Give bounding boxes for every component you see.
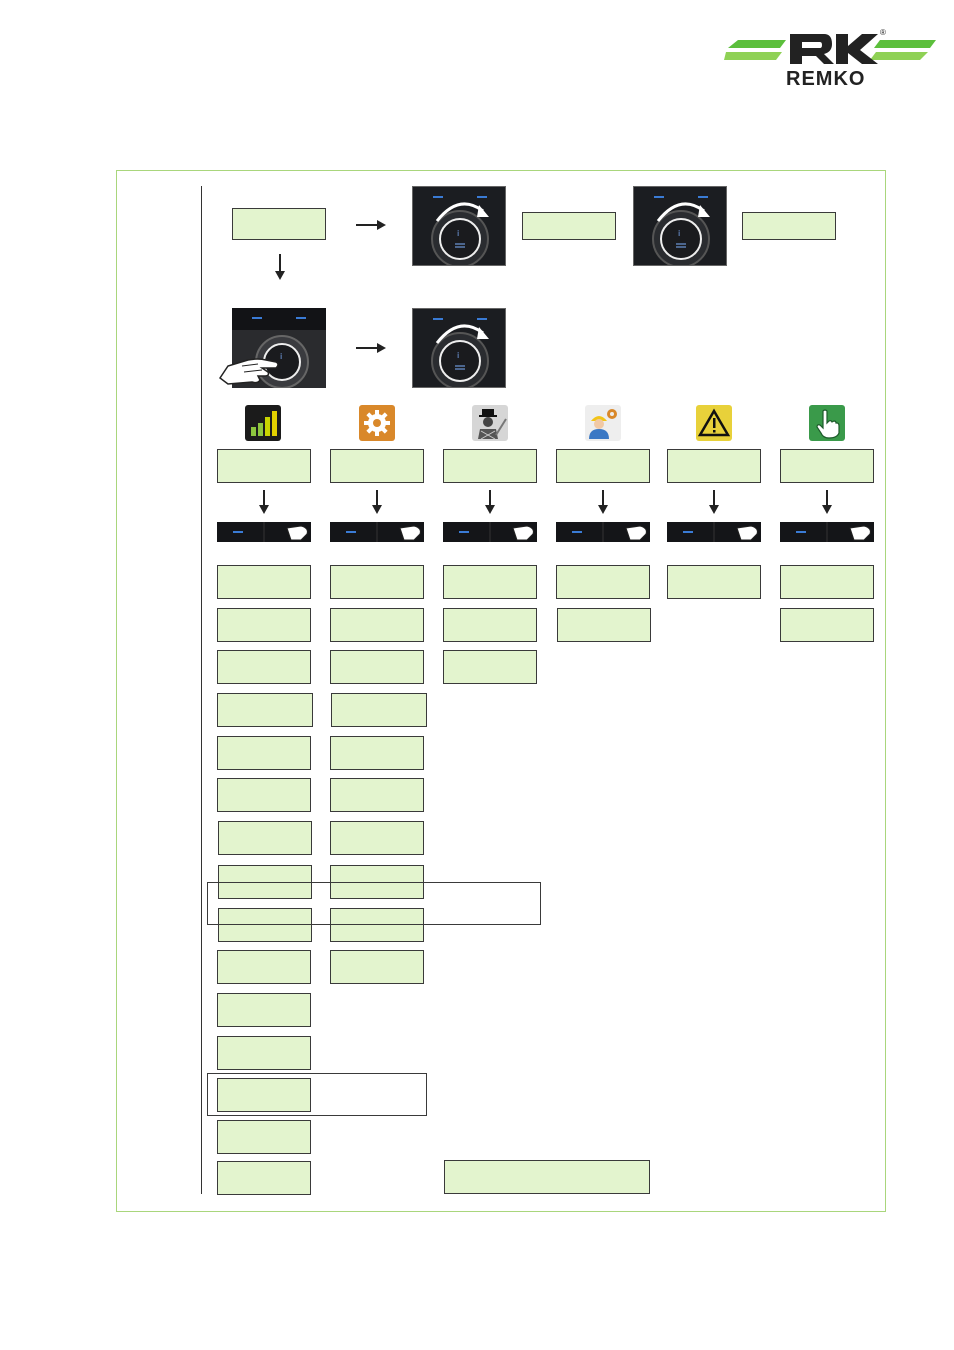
column-1-arrow-down — [259, 490, 269, 514]
top-end-box — [742, 212, 836, 240]
rotary-knob-image-2: i — [633, 186, 727, 266]
column-2-item — [330, 608, 424, 642]
hand-pointer-icon — [809, 405, 845, 441]
svg-text:i: i — [457, 351, 459, 360]
column-1-item — [217, 993, 311, 1027]
column-5-press-strip — [667, 522, 761, 542]
column-3-item — [443, 608, 537, 642]
column-1-item — [218, 821, 312, 855]
column-2-item — [330, 821, 424, 855]
bottom-wide-box — [444, 1160, 650, 1194]
column-4-arrow-down — [598, 490, 608, 514]
column-2-press-strip — [330, 522, 424, 542]
column-5-item — [667, 565, 761, 599]
column-5-arrow-down — [709, 490, 719, 514]
remko-logo: REMKO ® — [724, 26, 938, 96]
column-1-item — [217, 778, 311, 812]
column-2-arrow-down — [372, 490, 382, 514]
column-2-item — [330, 950, 424, 984]
arrow-right-2 — [356, 343, 386, 353]
column-6-item — [780, 608, 874, 642]
column-2-item — [330, 908, 424, 942]
logo-right-stripe-dark — [874, 40, 936, 48]
column-3-press-strip — [443, 522, 537, 542]
column-2-item — [330, 565, 424, 599]
svg-text:i: i — [678, 229, 680, 238]
column-1-item — [218, 908, 312, 942]
svg-text:i: i — [280, 352, 282, 361]
column-6-item — [780, 565, 874, 599]
column-3-item — [443, 650, 537, 684]
hand-press-icon — [218, 358, 279, 385]
column-4-item — [557, 608, 651, 642]
column-6-press-strip — [780, 522, 874, 542]
column-1-item — [217, 736, 311, 770]
column-5-header-box — [667, 449, 761, 483]
column-2-item — [330, 778, 424, 812]
top-start-box — [232, 208, 326, 240]
column-1-header-box — [217, 449, 311, 483]
column-6-arrow-down — [822, 490, 832, 514]
rotary-knob-image-3: i — [412, 308, 506, 388]
column-1-item — [217, 650, 311, 684]
rotary-knob-image-1: i — [412, 186, 506, 266]
logo-right-stripe-light — [870, 52, 928, 60]
group-outline-lower — [207, 1073, 427, 1116]
top-middle-box — [522, 212, 616, 240]
column-2-item — [330, 650, 424, 684]
column-3-arrow-down — [485, 490, 495, 514]
column-3-item — [443, 565, 537, 599]
logo-rk-mark — [790, 34, 878, 64]
column-6-header-box — [780, 449, 874, 483]
column-2-item — [330, 736, 424, 770]
svg-text:i: i — [457, 229, 459, 238]
column-1-item — [217, 1078, 311, 1112]
logo-left-stripe-dark — [728, 40, 786, 48]
diagram-left-divider — [201, 186, 202, 1194]
column-1-item — [217, 608, 311, 642]
group-outline-upper — [207, 882, 541, 925]
column-4-press-strip — [556, 522, 650, 542]
column-2-item — [331, 693, 427, 727]
logo-left-stripe-light — [724, 52, 782, 60]
column-3-header-box — [443, 449, 537, 483]
column-2-header-box — [330, 449, 424, 483]
column-4-header-box — [556, 449, 650, 483]
chimney-sweep-icon — [472, 405, 508, 441]
gear-icon — [359, 405, 395, 441]
column-4-item — [556, 565, 650, 599]
arrow-right-1 — [356, 220, 386, 230]
logo-wordmark: REMKO — [786, 68, 866, 90]
column-1-item — [217, 950, 311, 984]
remko-logo-graphic — [724, 34, 936, 64]
column-1-item — [217, 693, 313, 727]
column-1-item — [217, 1120, 311, 1154]
column-1-item — [217, 565, 311, 599]
technician-icon — [585, 405, 621, 441]
arrow-down-top — [275, 254, 285, 280]
bar-chart-icon — [245, 405, 281, 441]
warning-icon — [696, 405, 732, 441]
diagram-frame — [116, 170, 886, 1212]
press-knob-image: i — [232, 308, 326, 388]
logo-registered-mark: ® — [880, 28, 886, 37]
column-1-item — [217, 1161, 311, 1195]
column-1-item — [217, 1036, 311, 1070]
column-1-press-strip — [217, 522, 311, 542]
